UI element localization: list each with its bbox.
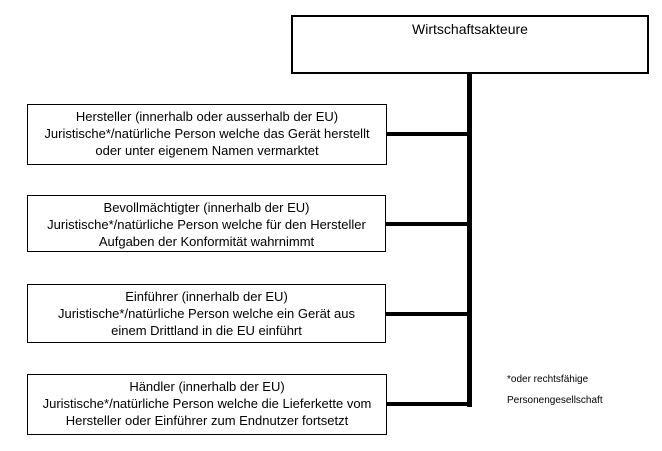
node-einfuehrer-body-line-1: Juristische*/natürliche Person welche ei… xyxy=(58,306,355,321)
node-hersteller-body-line-1: Juristische*/natürliche Person welche da… xyxy=(44,126,370,141)
node-wirtschaftsakteure-title: Wirtschaftsakteure xyxy=(412,21,528,37)
node-hersteller: Hersteller (innerhalb oder ausserhalb de… xyxy=(27,104,387,165)
node-bevollmaechtigter-heading: Bevollmächtigter (innerhalb der EU) xyxy=(103,200,310,215)
node-einfuehrer: Einführer (innerhalb der EU) Juristische… xyxy=(27,284,386,343)
connector-bevollmaechtigter xyxy=(386,222,472,226)
node-hersteller-body-line-2: oder unter eigenem Namen vermarktet xyxy=(95,143,319,158)
node-haendler-body-line-2: Hersteller oder Einführer zum Endnutzer … xyxy=(65,413,349,428)
node-einfuehrer-body-line-2: einem Drittland in die EU einführt xyxy=(111,323,302,338)
footnote-line-1: *oder rechtsfähige xyxy=(507,374,589,385)
node-einfuehrer-heading: Einführer (innerhalb der EU) xyxy=(125,289,288,304)
node-bevollmaechtigter-body-line-2: Aufgaben der Konformität wahrnimmt xyxy=(98,234,315,249)
connector-einfuehrer xyxy=(386,312,472,316)
footnote: *oder rechtsfähige Personengesellschaft xyxy=(507,374,603,416)
node-haendler-body-line-1: Juristische*/natürliche Person welche di… xyxy=(42,396,372,411)
node-hersteller-heading: Hersteller (innerhalb oder ausserhalb de… xyxy=(75,109,339,124)
connector-haendler xyxy=(386,402,472,406)
node-bevollmaechtigter: Bevollmächtigter (innerhalb der EU) Juri… xyxy=(27,195,386,252)
footnote-line-2: Personengesellschaft xyxy=(507,395,603,406)
node-wirtschaftsakteure: Wirtschaftsakteure xyxy=(291,15,649,74)
node-haendler: Händler (innerhalb der EU) Juristische*/… xyxy=(27,374,387,435)
node-bevollmaechtigter-body-line-1: Juristische*/natürliche Person welche fü… xyxy=(47,217,366,232)
connector-hersteller xyxy=(386,132,472,136)
node-haendler-heading: Händler (innerhalb der EU) xyxy=(129,379,285,394)
trunk-line xyxy=(467,73,472,407)
